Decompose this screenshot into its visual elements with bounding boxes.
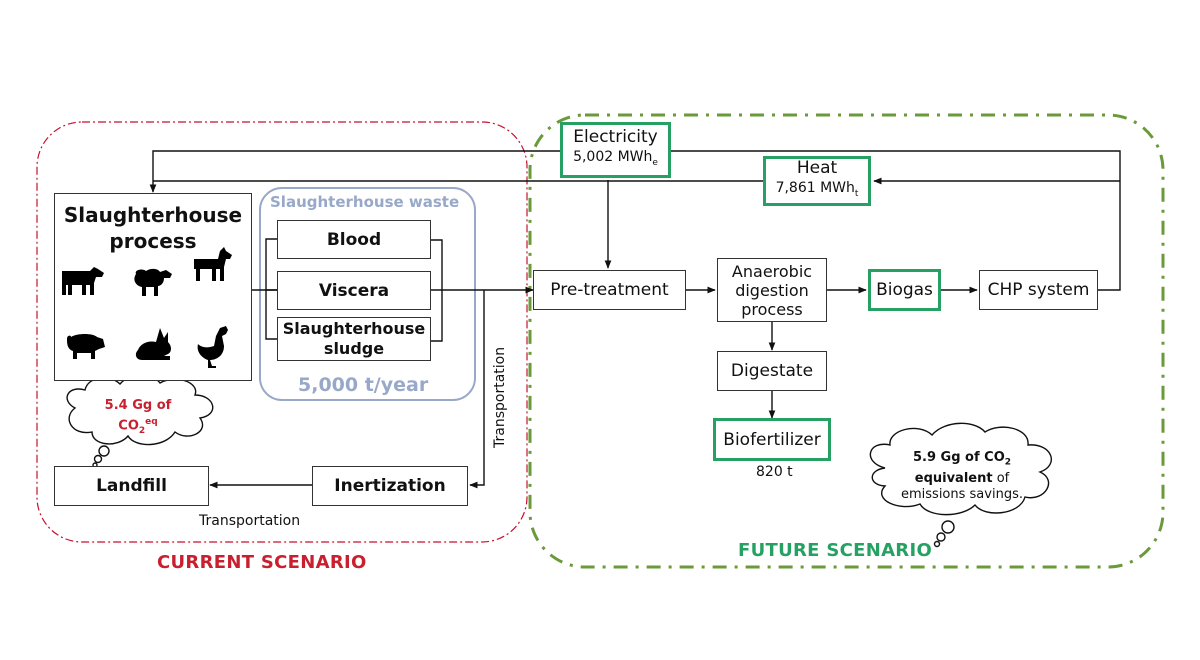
blood-label: Blood xyxy=(326,229,382,250)
future-savings-line1: 5.9 Gg of CO2 xyxy=(912,450,1012,468)
anaerobic-line2: digestion xyxy=(735,280,809,300)
digestate-label: Digestate xyxy=(730,361,814,381)
waste-group-title: Slaughterhouse waste xyxy=(270,193,460,211)
chp-system-label: CHP system xyxy=(987,280,1090,300)
slaughterhouse-title-line2: process xyxy=(109,229,197,253)
current-scenario-boundary xyxy=(36,121,528,543)
sludge-label-line1: Slaughterhouse xyxy=(282,319,426,338)
future-scenario-boundary xyxy=(528,113,1165,569)
chp-system-box[interactable]: CHP system xyxy=(979,270,1098,310)
current-emissions-line1: 5.4 Gg of xyxy=(104,398,172,413)
heat-title: Heat xyxy=(796,158,838,179)
viscera-label: Viscera xyxy=(318,280,390,301)
transportation-horizontal-label: Transportation xyxy=(199,513,301,529)
inertization-box[interactable]: Inertization xyxy=(312,466,468,506)
waste-right-bracket xyxy=(431,239,533,342)
sheep-icon xyxy=(134,268,172,296)
biofertilizer-label: Biofertilizer xyxy=(723,429,821,450)
future-savings-line3: emissions savings. xyxy=(901,486,1023,502)
chicken-icon xyxy=(197,326,228,368)
sludge-label-line2: sludge xyxy=(323,339,385,358)
electricity-feedback-line xyxy=(659,147,1121,291)
digestate-box[interactable]: Digestate xyxy=(717,351,827,391)
biogas-label: Biogas xyxy=(876,280,933,300)
slaughterhouse-title-line1: Slaughterhouse xyxy=(63,203,243,227)
sludge-box[interactable]: Slaughterhouse sludge xyxy=(277,317,431,361)
heat-box[interactable]: Heat 7,861 MWht xyxy=(763,156,871,206)
future-savings-line2: equivalent of xyxy=(914,470,1010,486)
waste-amount: 5,000 t/year xyxy=(298,374,429,396)
future-savings-cloud xyxy=(869,422,1052,548)
waste-group-border xyxy=(259,187,476,401)
pig-icon xyxy=(67,334,105,359)
future-scenario-label: FUTURE SCENARIO xyxy=(738,540,933,561)
landfill-box[interactable]: Landfill xyxy=(54,466,209,506)
electricity-to-slaughterhouse-line xyxy=(149,150,560,193)
rabbit-icon xyxy=(135,328,171,360)
pretreatment-label: Pre-treatment xyxy=(550,280,669,300)
transportation-vertical-label: Transportation xyxy=(492,346,508,448)
future-savings-text: 5.9 Gg of CO2 equivalent of emissions sa… xyxy=(888,450,1036,503)
electricity-title: Electricity xyxy=(573,127,658,148)
current-emissions-text: 5.4 Gg of CO2eq xyxy=(92,398,184,439)
biofertilizer-amount: 820 t xyxy=(756,464,793,480)
waste-left-bracket xyxy=(265,238,277,340)
landfill-label: Landfill xyxy=(96,476,167,496)
anaerobic-line1: Anaerobic xyxy=(731,261,813,281)
goat-icon xyxy=(194,247,232,281)
blood-box[interactable]: Blood xyxy=(277,220,431,259)
biogas-box[interactable]: Biogas xyxy=(868,269,941,311)
inertization-label: Inertization xyxy=(334,476,446,496)
electricity-box[interactable]: Electricity 5,002 MWhe xyxy=(560,122,671,178)
current-emissions-line2: CO2eq xyxy=(118,417,158,436)
current-scenario-label: CURRENT SCENARIO xyxy=(157,552,367,573)
electricity-value: 5,002 MWhe xyxy=(573,149,658,168)
transport-to-inertization-line xyxy=(469,290,485,489)
heat-value: 7,861 MWht xyxy=(775,180,859,199)
biofertilizer-box[interactable]: Biofertilizer xyxy=(713,418,831,461)
pretreatment-box[interactable]: Pre-treatment xyxy=(533,270,686,310)
viscera-box[interactable]: Viscera xyxy=(277,271,431,310)
anaerobic-line3: process xyxy=(741,299,803,319)
anaerobic-digestion-box[interactable]: Anaerobic digestion process xyxy=(717,258,827,322)
cow-icon xyxy=(62,267,104,295)
